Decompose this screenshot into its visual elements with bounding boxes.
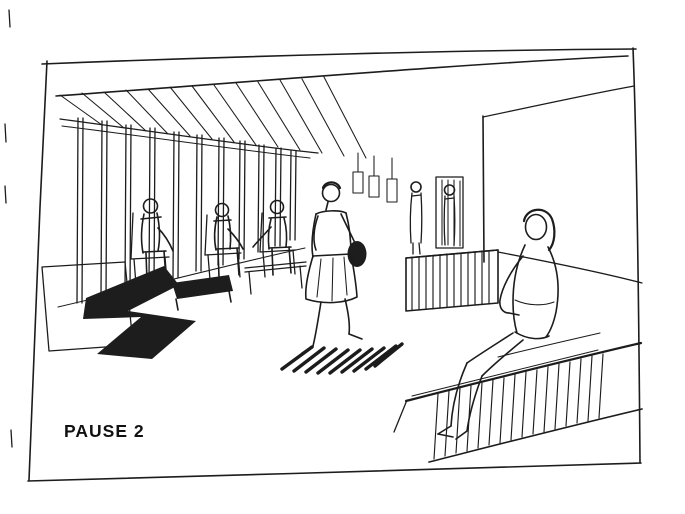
door-panel — [435, 176, 464, 249]
head — [269, 199, 285, 215]
hair — [522, 208, 556, 252]
wall-corner — [482, 85, 635, 263]
skirt — [304, 253, 358, 304]
head — [410, 181, 422, 193]
hair — [321, 181, 342, 190]
seated-figure-right — [252, 199, 297, 278]
colonnade — [57, 117, 306, 308]
foreground-seated-woman — [437, 208, 559, 440]
seated-figure-middle — [204, 202, 244, 281]
frame-border — [27, 47, 642, 482]
standing-figures — [409, 176, 464, 255]
registration-marks — [4, 9, 13, 448]
hanging-frames — [352, 152, 398, 203]
caption-pause-2: PAUSE 2 — [64, 421, 145, 441]
black-lounge-chair — [83, 266, 196, 359]
walking-woman — [280, 181, 404, 375]
head — [142, 198, 159, 214]
head — [443, 184, 456, 196]
head — [321, 183, 341, 203]
cast-shadow — [280, 342, 404, 375]
head — [214, 202, 230, 218]
bench — [393, 332, 643, 463]
head — [524, 213, 548, 241]
ceiling-canopy — [55, 55, 629, 159]
reception-counter — [405, 249, 643, 312]
